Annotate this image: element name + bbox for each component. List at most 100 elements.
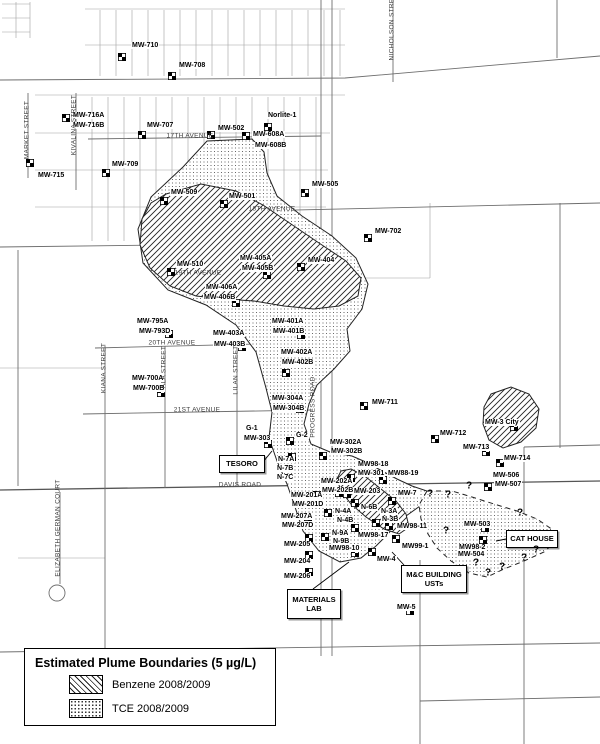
- well-label: MW-403B: [213, 341, 247, 349]
- well-label: MW98-11: [396, 523, 428, 531]
- callout-cat-house: CAT HOUSE: [506, 530, 558, 548]
- leader-cat-house: [495, 538, 507, 542]
- well-label: MW-713: [462, 444, 491, 452]
- street-label: DAVIS ROAD: [218, 481, 262, 489]
- well-label: MW99-1: [401, 543, 430, 551]
- street-label: LILAN STREET: [232, 345, 240, 395]
- well-label: MW-404: [307, 257, 336, 265]
- callout-tesoro: TESORO: [219, 455, 265, 473]
- benzene-hatch-swatch: [69, 675, 103, 694]
- well-label: MW98-2: [458, 544, 487, 552]
- well-label: MW-608B: [254, 142, 288, 150]
- uncertainty-question-mark: ?: [484, 567, 492, 579]
- well-label: N-3B: [381, 516, 400, 524]
- well-label: MW-507: [494, 481, 523, 489]
- leader-mc-building-usts: [391, 551, 405, 566]
- well-label: MW-5: [396, 604, 417, 612]
- street-label: NICHOLSON STREET: [388, 0, 396, 61]
- street-label: 17TH AVENUE: [166, 132, 214, 140]
- street-label: ELIZABETH GERMAN COURT: [54, 479, 62, 577]
- well-label: MW-709: [111, 161, 140, 169]
- well-label: MW98-10: [328, 545, 361, 553]
- uncertainty-question-mark: ?: [498, 561, 506, 573]
- well-label: MW-4: [376, 556, 397, 564]
- uncertainty-question-mark: ?: [532, 544, 540, 556]
- well-label: MW-711: [371, 399, 399, 407]
- well-label: MW-714: [503, 455, 532, 463]
- well-label: MW-509: [170, 189, 199, 197]
- well-label: N-3A: [380, 508, 399, 516]
- well-label: MW-503: [463, 521, 492, 529]
- legend-title: Estimated Plume Boundaries (5 µg/L): [35, 656, 257, 670]
- uncertainty-question-mark: ?: [465, 480, 473, 492]
- well-label: MW-505: [311, 181, 340, 189]
- street-label: KIVALINA STREET: [70, 94, 78, 156]
- well-label: MW-707: [146, 122, 175, 130]
- well-label: MW-405B: [241, 265, 275, 273]
- well-label: MW-501: [228, 193, 257, 201]
- uncertainty-question-mark: ?: [444, 489, 452, 501]
- well-label: N-4A: [334, 508, 353, 516]
- well-label: MW-510: [176, 261, 205, 269]
- well-label: G-1: [245, 425, 259, 433]
- callout-tesoro-text: TESORO: [226, 459, 258, 469]
- well-label: MW-795A: [136, 318, 170, 326]
- well-label: MW-3 City: [484, 419, 520, 427]
- well-label: MW-201D: [291, 501, 325, 509]
- well-label: MW-205: [283, 541, 312, 549]
- callout-mc-building-usts-text: M&C BUILDING: [406, 569, 462, 579]
- plume-benzene-city: [482, 386, 540, 449]
- well-label: Norlite-1: [267, 112, 298, 120]
- well-label: MW-406A: [205, 284, 239, 292]
- plume-tce-east-lobe: [418, 490, 558, 578]
- well-label: MW-700B: [132, 385, 166, 393]
- street-label: ALA STREET: [160, 345, 168, 389]
- well-label: MW-303: [243, 435, 272, 443]
- well-label: MW-7: [397, 490, 418, 498]
- well-label: MW-405A: [239, 255, 273, 263]
- well-label: MW-608A: [252, 131, 286, 139]
- well-label: MW-716A: [72, 112, 106, 120]
- street-label: PROGRESS ROAD: [309, 376, 317, 438]
- uncertainty-question-mark: ?: [442, 525, 450, 537]
- callout-leader-lines: [262, 450, 507, 590]
- well-label: MW-504: [457, 551, 486, 559]
- well-label: MW-403A: [212, 330, 246, 338]
- well-label: MW-401B: [272, 328, 306, 336]
- well-label: MW-304B: [272, 405, 306, 413]
- well-label: MW-402A: [280, 349, 314, 357]
- callout-materials-lab-text: LAB: [306, 604, 322, 613]
- well-label: MW-715: [37, 172, 66, 180]
- well-label: N-9B: [332, 538, 351, 546]
- street-label: MARKET STREET: [23, 100, 31, 160]
- well-label: MW-402B: [281, 359, 315, 367]
- well-label: MW88-19: [387, 470, 420, 478]
- well-label: MW-207D: [281, 522, 315, 530]
- well-label: MW-201A: [290, 492, 324, 500]
- street-label: KIANA STREET: [100, 342, 108, 394]
- well-label: MW-700A: [131, 375, 165, 383]
- well-label: MW-202B: [321, 487, 355, 495]
- well-label: MW-202A: [320, 478, 354, 486]
- well-label: N-7B: [276, 465, 295, 473]
- well-label: MW-304A: [271, 395, 305, 403]
- legend-item-benzene: Benzene 2008/2009: [69, 675, 267, 694]
- uncertainty-question-mark: ?: [472, 557, 480, 569]
- well-label: MW98-17: [357, 532, 390, 540]
- well-label: MW-302B: [330, 448, 364, 456]
- well-label: MW-406B: [203, 294, 237, 302]
- tce-dots-swatch: [69, 699, 103, 718]
- well-label: MW-302A: [329, 439, 363, 447]
- street-label: 20TH AVENUE: [148, 339, 196, 347]
- well-label: MW-710: [131, 42, 160, 50]
- well-label: MW-203: [353, 488, 382, 496]
- well-label: N-7A: [277, 456, 296, 464]
- well-label: MW-401A: [271, 318, 305, 326]
- well-label: MW-207A: [280, 513, 314, 521]
- well-label: MW-502: [217, 125, 246, 133]
- well-label: MW-506: [492, 472, 521, 480]
- street-label: 18TH AVENUE: [248, 205, 296, 213]
